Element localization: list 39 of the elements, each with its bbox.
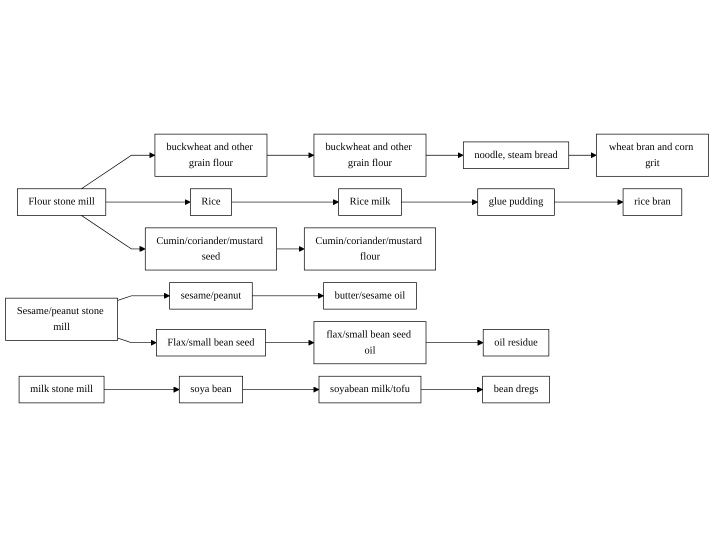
node-box: butter/sesame oil <box>323 282 417 310</box>
node-box: Rice <box>190 188 232 216</box>
arrow <box>231 199 339 206</box>
arrow <box>426 152 464 158</box>
arrow <box>117 338 157 346</box>
node-box: wheat bran and corn grit <box>596 134 709 177</box>
node-box: milk stone mill <box>18 376 104 404</box>
node-box: Cumin/coriander/mustard flour <box>304 228 436 270</box>
arrow <box>276 246 305 252</box>
node-box: Flax/small bean seed <box>156 329 266 356</box>
node-box: sesame/peanut <box>169 282 253 310</box>
arrow <box>401 199 478 206</box>
arrow <box>568 152 597 158</box>
arrow <box>426 340 484 346</box>
node-box: glue pudding <box>477 188 555 216</box>
arrow <box>117 292 170 301</box>
arrow <box>265 340 314 346</box>
arrow <box>104 386 180 393</box>
node-box: Sesame/peanut stone mill <box>5 298 118 341</box>
node-box: Rice milk <box>338 188 402 216</box>
node-box: bean dregs <box>482 376 550 404</box>
node-box: Cumin/coriander/mustard seed <box>144 228 277 270</box>
arrow <box>420 386 483 393</box>
node-box: buckwheat and other grain flour <box>154 134 268 177</box>
node-box: flax/small bean seed oil <box>314 321 426 364</box>
node-box: buckwheat and other grain flour <box>314 134 426 177</box>
node-box: oil residue <box>482 329 550 356</box>
arrow <box>554 199 624 206</box>
node-box: soya bean <box>178 376 243 404</box>
node-box: Flour stone mill <box>17 188 106 216</box>
node-box: soyabean milk/tofu <box>318 376 422 404</box>
arrow <box>81 152 156 190</box>
node-box: rice bran <box>622 188 682 216</box>
arrow <box>242 386 320 393</box>
arrow <box>105 199 191 206</box>
arrow <box>81 215 146 252</box>
arrow <box>266 152 314 158</box>
node-box: noodle, steam bread <box>462 142 570 169</box>
arrow <box>252 292 324 299</box>
